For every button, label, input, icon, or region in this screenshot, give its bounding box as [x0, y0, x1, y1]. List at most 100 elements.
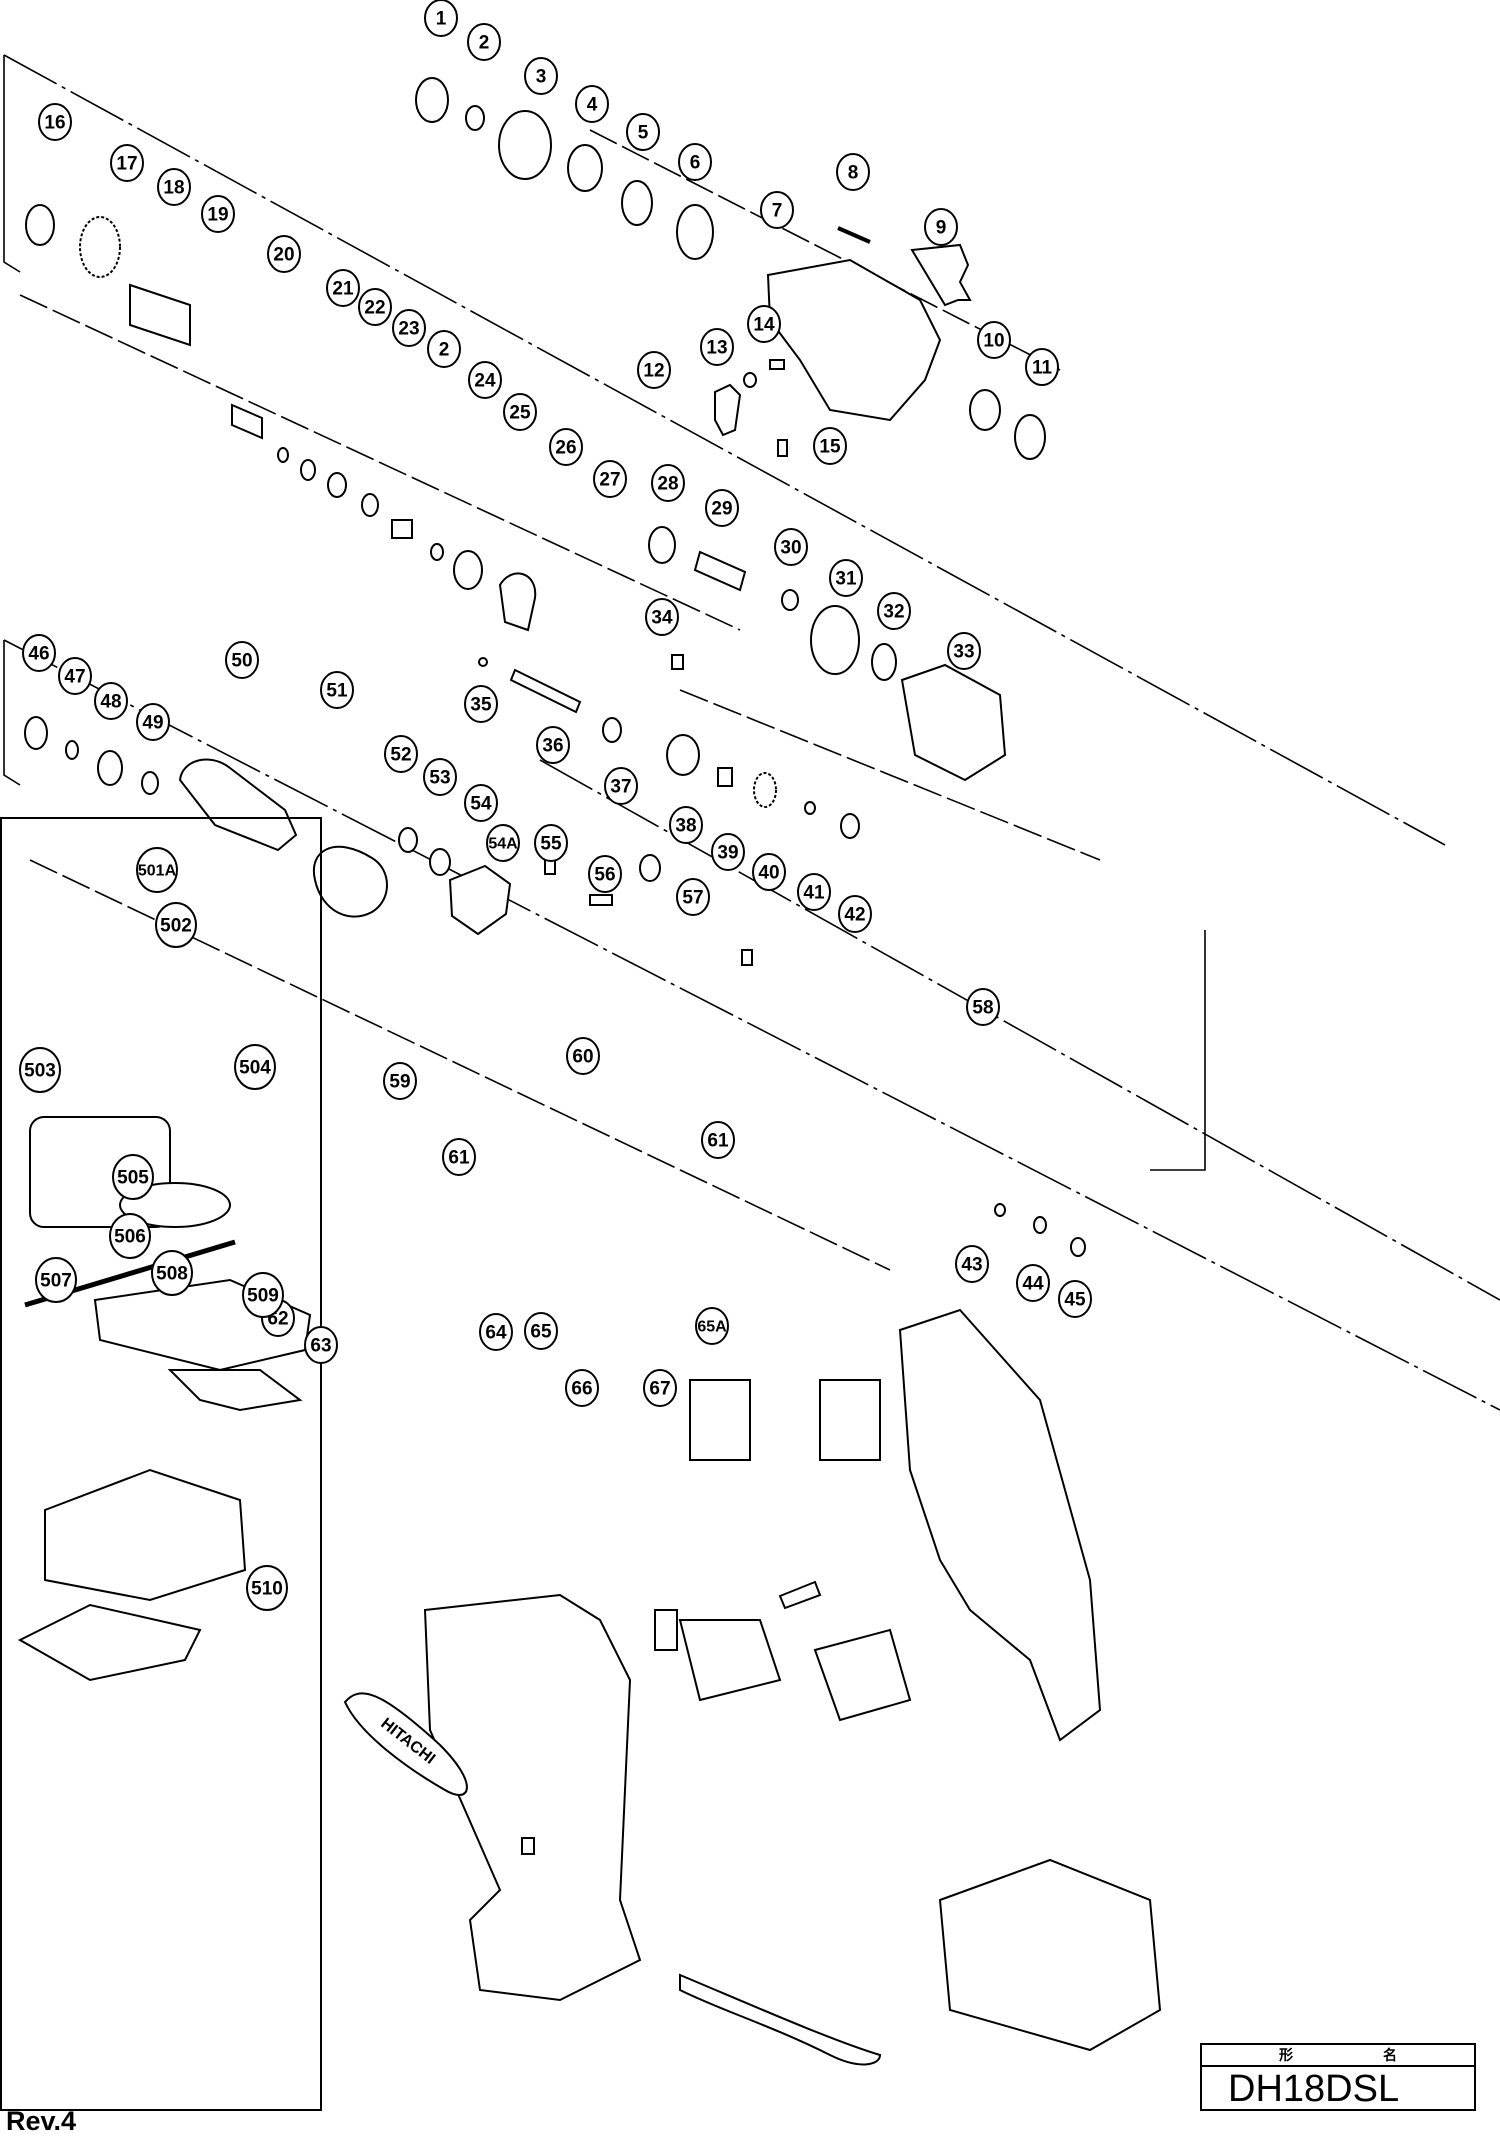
part-13-washer-shape: [743, 372, 757, 388]
part-2b-ring-shape: [361, 493, 379, 517]
part-callout-56: 56: [588, 855, 622, 893]
callout-bubble: [58, 657, 92, 695]
callout-bubble: [423, 758, 457, 796]
part-callout-65a: 65A: [695, 1307, 729, 1345]
part-3-grip-shape: [498, 110, 552, 180]
callout-bubble: [267, 235, 301, 273]
part-26-washer-shape: [453, 550, 483, 590]
callout-bubble: [947, 632, 981, 670]
callout-label: 66: [571, 1379, 592, 1400]
callout-bubble: [503, 393, 537, 431]
callout-bubble: [836, 153, 870, 191]
callout-label: 58: [972, 998, 993, 1019]
callout-bubble: [536, 726, 570, 764]
accessory-callout-503: 503: [19, 1047, 61, 1093]
callout-bubble: [651, 464, 685, 502]
callout-bubble: [234, 1044, 276, 1090]
model-title-block: 形 名 DH18DSL: [1200, 2043, 1476, 2111]
callout-bubble: [575, 85, 609, 123]
callout-label: 38: [675, 816, 696, 837]
part-callout-32: 32: [877, 592, 911, 630]
part-46-ring-shape: [24, 716, 48, 750]
part-4-washer-shape: [567, 144, 603, 192]
part-66-strap-shape: [679, 1973, 882, 2066]
part-callout-51: 51: [320, 671, 354, 709]
callout-bubble: [678, 143, 712, 181]
part-callout-46: 46: [22, 634, 56, 672]
part-callout-64: 64: [479, 1313, 513, 1351]
part-callout-27: 27: [593, 460, 627, 498]
part-25-ring-shape: [430, 543, 444, 561]
callout-label: 29: [711, 499, 732, 520]
part-callout-4: 4: [575, 85, 609, 123]
callout-bubble: [94, 682, 128, 720]
part-27-plate-shape: [498, 572, 537, 632]
part-callout-10: 10: [977, 321, 1011, 359]
part-callout-55: 55: [534, 824, 568, 862]
callout-label: 9: [936, 218, 947, 239]
part-callout-57: 57: [676, 878, 710, 916]
part-callout-26: 26: [549, 428, 583, 466]
accessory-505-cover-shape: [167, 1369, 303, 1412]
accessories-frame: [0, 817, 322, 2111]
part-32-bearing-shape: [871, 643, 897, 681]
part-63-button-shape: [521, 1837, 535, 1855]
callout-label: 14: [753, 315, 775, 336]
callout-bubble: [700, 328, 734, 366]
callout-bubble: [711, 833, 745, 871]
callout-label: 50: [231, 651, 252, 672]
part-callout-23: 23: [392, 309, 426, 347]
part-67-battery-shape: [938, 1858, 1162, 2052]
callout-label: 55: [540, 834, 562, 855]
callout-label: 25: [509, 403, 531, 424]
callout-label: 61: [707, 1131, 729, 1152]
callout-label: 506: [114, 1227, 146, 1248]
callout-label: 7: [772, 201, 783, 222]
part-callout-58: 58: [966, 988, 1000, 1026]
callout-label: 45: [1064, 1290, 1086, 1311]
callout-label: 52: [390, 745, 411, 766]
callout-label: 53: [429, 768, 450, 789]
accessory-callout-505: 505: [112, 1154, 154, 1200]
accessory-callout-504: 504: [234, 1044, 276, 1090]
callout-label: 19: [207, 205, 228, 226]
part-42-bearing-shape: [840, 813, 860, 839]
callout-bubble: [626, 113, 660, 151]
part-15-screw-shape: [777, 439, 788, 457]
part-callout-61: 61: [701, 1121, 735, 1159]
part-54-brush-holder-shape: [448, 864, 512, 936]
callout-label: 6: [690, 153, 701, 174]
callout-label: 23: [398, 319, 419, 340]
part-41-ring-shape: [804, 801, 816, 815]
callout-bubble: [565, 1369, 599, 1407]
part-47-washer-shape: [65, 740, 79, 760]
part-10-ring-shape: [969, 389, 1001, 431]
part-callout-44: 44: [1016, 1264, 1050, 1302]
callout-bubble: [643, 1369, 677, 1407]
callout-label: 504: [239, 1058, 271, 1079]
part-callout-35: 35: [464, 685, 498, 723]
accessory-callout-501a: 501A: [136, 847, 178, 893]
model-header-label: 形 名: [1202, 2045, 1474, 2067]
part-callout-45: 45: [1058, 1280, 1092, 1318]
callout-bubble: [136, 703, 170, 741]
callout-bubble: [464, 784, 498, 822]
callout-label: 59: [389, 1072, 410, 1093]
part-callout-20: 20: [267, 235, 301, 273]
callout-bubble: [604, 767, 638, 805]
callout-label: 21: [332, 279, 354, 300]
accessory-callout-506: 506: [109, 1213, 151, 1259]
part-callout-5: 5: [626, 113, 660, 151]
part-callout-29: 29: [705, 489, 739, 527]
callout-label: 41: [803, 883, 825, 904]
part-callout-14: 14: [747, 305, 781, 343]
callout-label: 65: [530, 1322, 552, 1343]
part-callout-1: 1: [424, 0, 458, 37]
callout-bubble: [358, 288, 392, 326]
callout-bubble: [225, 641, 259, 679]
callout-bubble: [1058, 1280, 1092, 1318]
accessory-callout-507: 507: [35, 1257, 77, 1303]
callout-bubble: [479, 1313, 513, 1351]
callout-label: 509: [247, 1286, 279, 1307]
callout-label: 5: [638, 123, 649, 144]
